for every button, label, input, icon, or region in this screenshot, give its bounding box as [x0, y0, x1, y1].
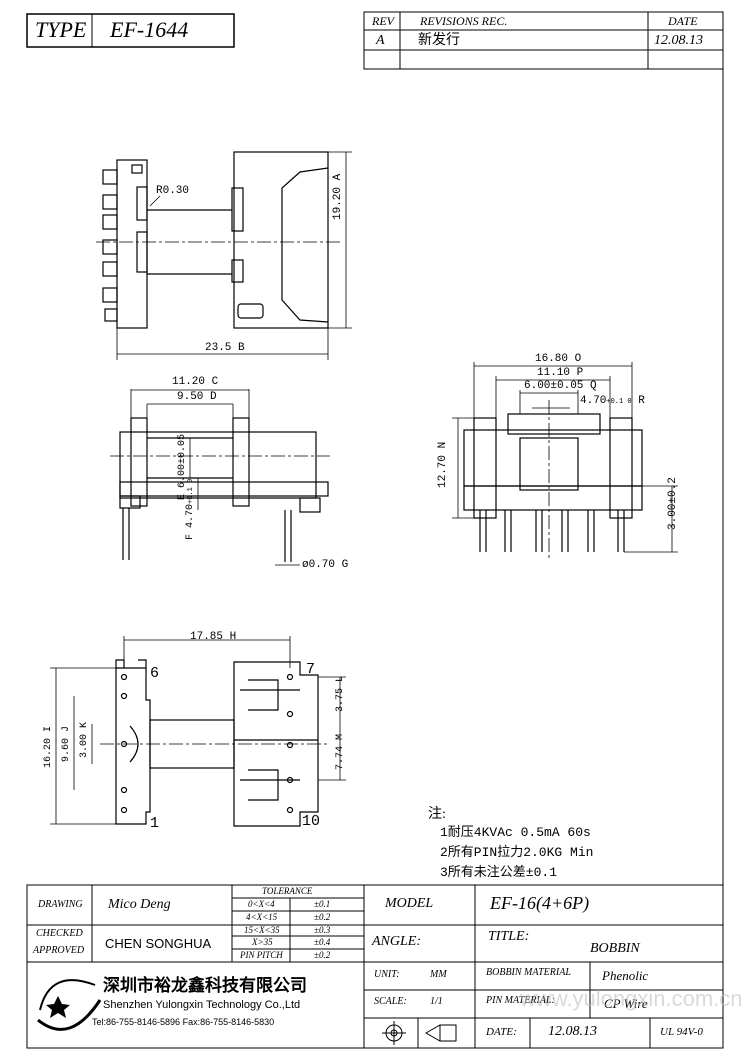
dim-side-2: 9.50 D	[177, 391, 217, 403]
dim-front-2: 11.10 P	[537, 367, 584, 379]
dim-bottom-4: 3.00 K	[79, 721, 90, 758]
approved-value: CHEN SONGHUA	[105, 936, 212, 951]
dim-bottom-5: 3.75 L	[335, 675, 346, 712]
type-value: EF-1644	[110, 17, 189, 42]
note-item-3: 3所有未注公差±0.1	[440, 865, 558, 880]
top-view	[96, 151, 352, 360]
revision-date: 12.08.13	[654, 33, 703, 48]
type-label: TYPE	[35, 17, 87, 42]
company-logo-icon	[37, 979, 102, 1031]
front-view	[452, 362, 678, 560]
dim-height: 19.20 A	[332, 173, 344, 220]
tolerance-range-2: 4<X<15	[246, 912, 278, 922]
tolerance-value-1: ±0.1	[314, 899, 331, 909]
dim-bottom-6: 7.74 M	[335, 733, 346, 770]
pin-material-value: CP Wire	[604, 996, 648, 1011]
dim-front-3: 6.00±0.05 Q	[524, 380, 597, 392]
side-view	[110, 389, 330, 566]
model-label: MODEL	[385, 896, 434, 911]
pin-label-6: 6	[150, 665, 160, 682]
dim-front-1: 16.80 O	[535, 353, 582, 365]
date-value: 12.08.13	[548, 1024, 597, 1039]
tolerance-range-5: PIN PITCH	[240, 950, 283, 960]
dim-side-1: 11.20 C	[172, 376, 219, 388]
note-item-1: 1耐压4KVAc 0.5mA 60s	[440, 825, 591, 840]
tolerance-range-4: X>35	[252, 937, 273, 947]
dim-side-4: F 4.70+0.1 0	[185, 478, 196, 540]
dim-bottom-2: 16.20 I	[43, 725, 54, 768]
tolerance-value-5: ±0.2	[314, 950, 331, 960]
dim-side-5: ø0.70 G	[302, 559, 349, 571]
pin-material-label: PIN MATERIAL:	[486, 995, 555, 1006]
model-value: EF-16(4+6P)	[490, 893, 590, 913]
approved-label: APPROVED	[33, 945, 85, 956]
tolerance-range-3: 15<X<35	[244, 925, 280, 935]
drawing-value: Mico Deng	[108, 897, 171, 912]
company-name-en: Shenzhen Yulongxin Technology Co.,Ltd	[103, 999, 301, 1011]
pin-label-10: 10	[302, 813, 321, 830]
dim-front-4: 4.70+0.1 0 R	[580, 395, 645, 407]
note-item-2: 2所有PIN拉力2.0KG Min	[440, 845, 594, 860]
title-label: TITLE:	[488, 929, 530, 944]
revision-note: 新发行	[418, 33, 460, 48]
watermark: www.yulongxin.com.cn	[520, 986, 743, 1011]
drawing-label: DRAWING	[38, 899, 83, 910]
pin-label-1: 1	[150, 815, 160, 832]
dim-bottom-3: 9.60 J	[61, 725, 72, 762]
rev-value: A	[376, 33, 385, 48]
dim-front-6: 3.00±0.2	[667, 477, 679, 530]
checked-label: CHECKED	[36, 928, 83, 939]
scale-label: SCALE:	[374, 996, 407, 1007]
dim-width: 23.5 B	[205, 342, 245, 354]
title-value: BOBBIN	[590, 941, 640, 956]
bobbin-material-label: BOBBIN MATERIAL	[486, 967, 571, 978]
tolerance-header: TOLERANCE	[262, 886, 313, 896]
angle-label: ANGLE:	[372, 934, 421, 949]
tolerance-range-1: 0<X<4	[248, 899, 275, 909]
dim-bottom-1: 17.85 H	[190, 631, 237, 643]
company-contact: Tel:86-755-8146-5896 Fax:86-755-8146-583…	[92, 1017, 275, 1027]
tolerance-value-4: ±0.4	[314, 937, 331, 947]
dim-radius: R0.30	[156, 185, 190, 197]
date-header: DATE	[668, 14, 698, 28]
bottom-view	[50, 636, 346, 827]
revisions-header: REVISIONS REC.	[420, 14, 508, 28]
scale-value: 1/1	[430, 996, 443, 1007]
company-name-cn: 深圳市裕龙鑫科技有限公司	[103, 976, 307, 995]
dim-front-5: 12.70 N	[437, 441, 449, 488]
date-label: DATE:	[486, 1026, 517, 1038]
bobbin-material-value: Phenolic	[602, 968, 649, 983]
ul-rating: UL 94V-0	[660, 1026, 703, 1038]
notes-heading: 注:	[428, 807, 446, 822]
pin-label-7: 7	[306, 661, 316, 678]
unit-value: MM	[430, 969, 447, 980]
unit-label: UNIT:	[374, 969, 400, 980]
tolerance-value-2: ±0.2	[314, 912, 331, 922]
rev-header: REV	[372, 14, 394, 28]
tolerance-value-3: ±0.3	[314, 925, 331, 935]
projection-symbol-icon	[382, 1021, 457, 1045]
